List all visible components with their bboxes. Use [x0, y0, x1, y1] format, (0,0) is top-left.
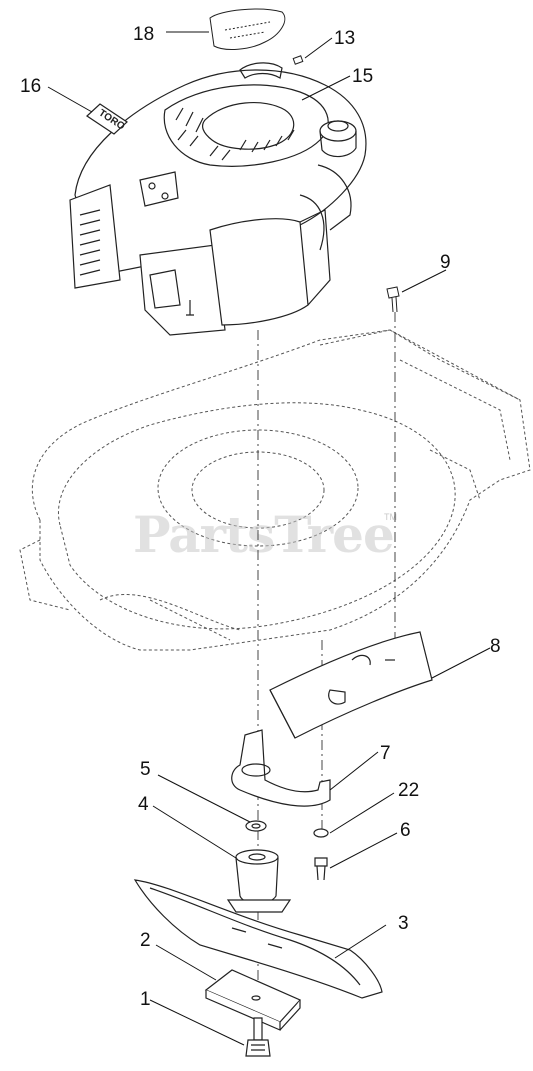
decal-18: [209, 8, 286, 50]
parts-tree-watermark: PartsTree TM: [133, 505, 397, 564]
callout-13: 13: [334, 28, 355, 49]
blade-adapter-4: [226, 849, 292, 913]
blade-bolt-1: [245, 1017, 271, 1057]
callout-6: 6: [400, 820, 411, 841]
bolt-6: [314, 857, 328, 881]
washer-5: [245, 820, 267, 832]
callout-8: 8: [490, 636, 501, 657]
callout-16: 16: [20, 76, 41, 97]
mower-blade-3: [133, 879, 383, 999]
callout-4: 4: [138, 794, 149, 815]
stiffener-2: [204, 969, 302, 1031]
bracket-7: [231, 729, 331, 807]
baffle-8: [269, 631, 433, 739]
callout-22: 22: [398, 780, 419, 801]
callout-2: 2: [140, 930, 151, 951]
callout-18: 18: [133, 24, 154, 45]
watermark-text: PartsTree: [133, 505, 394, 564]
callout-5: 5: [140, 759, 151, 780]
engine-assembly: [69, 62, 367, 336]
part-13: [292, 55, 304, 65]
washer-22: [313, 828, 329, 838]
callout-9: 9: [440, 252, 451, 273]
mower-deck-phantom: [19, 329, 531, 651]
watermark-trademark: TM: [384, 512, 397, 522]
callout-15: 15: [352, 66, 373, 87]
callout-leaders: [47, 31, 491, 1046]
callout-labels: 18 13 16 15 9 8 7 5 22 4 6 3 2 1: [20, 24, 501, 1010]
callout-3: 3: [398, 913, 409, 934]
toro-decal: TORO: [86, 103, 128, 135]
callout-7: 7: [380, 743, 391, 764]
assembly-centerlines: [257, 312, 396, 1040]
callout-1: 1: [140, 989, 151, 1010]
bolt-9: [386, 286, 400, 313]
